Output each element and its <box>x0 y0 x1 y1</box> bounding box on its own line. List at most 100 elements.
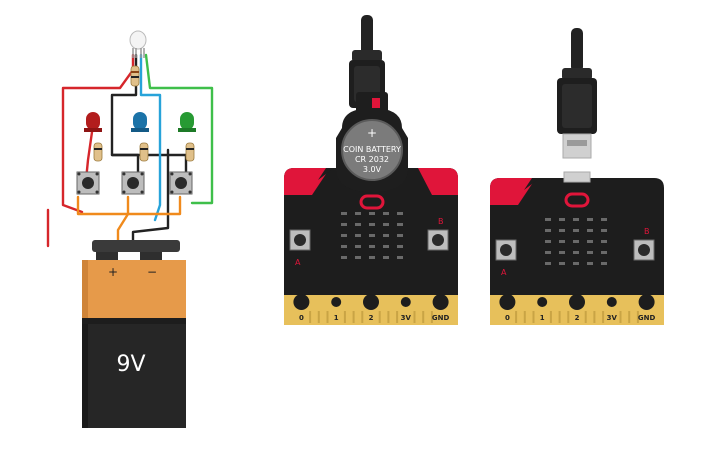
matrix-led <box>545 240 551 243</box>
pin-hole[interactable] <box>293 294 310 310</box>
battery-minus-label: − <box>147 265 157 279</box>
pin-label: 2 <box>575 314 580 322</box>
battery-body-bottom <box>82 318 186 428</box>
matrix-led <box>355 212 361 215</box>
pin-label: 0 <box>299 314 304 322</box>
edge-tooth <box>309 311 312 323</box>
matrix-led <box>573 240 579 243</box>
microbit-1-button-a[interactable] <box>289 229 311 251</box>
matrix-led <box>573 262 579 265</box>
edge-tooth <box>387 311 390 323</box>
microbit-2-mic-icon <box>564 192 590 208</box>
edge-tooth <box>558 311 561 323</box>
battery-terminal-strip <box>92 240 180 252</box>
push-button-2 <box>121 171 145 195</box>
wires <box>46 53 214 248</box>
pin-hole[interactable] <box>363 294 379 310</box>
microbit-1-label-b: B <box>438 217 444 226</box>
led-blue[interactable] <box>131 112 149 132</box>
matrix-led <box>383 234 389 237</box>
pin-hole[interactable] <box>606 297 617 307</box>
edge-tooth <box>422 311 425 323</box>
push-buttons[interactable] <box>76 171 193 195</box>
edge-tooth <box>317 311 320 323</box>
matrix-led <box>601 229 607 232</box>
pin-label: 3V <box>401 314 412 322</box>
matrix-led <box>341 212 347 215</box>
edge-tooth <box>532 311 535 323</box>
wire-blue[interactable] <box>139 53 162 222</box>
matrix-led <box>341 245 347 248</box>
matrix-led <box>559 251 565 254</box>
matrix-led <box>355 234 361 237</box>
pin-label: GND <box>432 314 450 322</box>
edge-tooth <box>584 311 587 323</box>
matrix-led <box>601 240 607 243</box>
coin-battery-line3: 3.0V <box>363 165 382 174</box>
matrix-led <box>341 234 347 237</box>
matrix-led <box>545 251 551 254</box>
matrix-led <box>383 256 389 259</box>
pin-hole[interactable] <box>537 297 548 307</box>
matrix-led <box>559 229 565 232</box>
edge-tooth <box>636 311 639 323</box>
matrix-led <box>369 256 375 259</box>
led-green[interactable] <box>178 112 196 132</box>
matrix-led <box>397 234 403 237</box>
resistors[interactable] <box>93 142 195 162</box>
pin-hole[interactable] <box>638 294 655 310</box>
matrix-led <box>601 251 607 254</box>
edge-tooth <box>602 311 605 323</box>
push-button-1 <box>76 171 100 195</box>
matrix-led <box>369 234 375 237</box>
matrix-led <box>559 218 565 221</box>
edge-tooth <box>413 311 416 323</box>
coin-battery-holder[interactable]: + COIN BATTERY CR 2032 3.0V <box>336 92 408 192</box>
matrix-led <box>355 256 361 259</box>
edge-tooth <box>378 311 381 323</box>
matrix-led <box>601 218 607 221</box>
matrix-led <box>355 223 361 226</box>
matrix-led <box>587 240 593 243</box>
microbit-2-button-b[interactable] <box>633 239 655 261</box>
pin-hole[interactable] <box>432 294 449 310</box>
pin-hole[interactable] <box>331 297 342 307</box>
pin-hole[interactable] <box>499 294 516 310</box>
edge-tooth <box>361 311 364 323</box>
pin-label: 2 <box>369 314 374 322</box>
pin-hole[interactable] <box>400 297 411 307</box>
coin-battery-line2: CR 2032 <box>355 155 389 164</box>
matrix-led <box>573 218 579 221</box>
edge-tooth <box>515 311 518 323</box>
push-button-3 <box>169 171 193 195</box>
edge-tooth <box>628 311 631 323</box>
wire-black-batt[interactable] <box>131 148 170 248</box>
edge-tooth <box>430 311 433 323</box>
microbit-2-label-b: B <box>644 227 650 236</box>
matrix-led <box>397 245 403 248</box>
microbit-1-button-b[interactable] <box>427 229 449 251</box>
pin-label: 0 <box>505 314 510 322</box>
matrix-led <box>573 229 579 232</box>
matrix-led <box>573 251 579 254</box>
matrix-led <box>601 262 607 265</box>
edge-tooth <box>567 311 570 323</box>
edge-tooth <box>619 311 622 323</box>
battery-plus-label: + <box>108 265 118 279</box>
led-red[interactable] <box>84 112 102 132</box>
matrix-led <box>369 212 375 215</box>
battery-9v[interactable]: + − 9V <box>82 240 186 428</box>
microbit-2-button-a[interactable] <box>495 239 517 261</box>
matrix-led <box>397 223 403 226</box>
rgb-led[interactable] <box>129 30 147 87</box>
pin-label: GND <box>638 314 656 322</box>
wire-green[interactable] <box>144 53 214 205</box>
battery-voltage-label: 9V <box>116 352 145 377</box>
pin-hole[interactable] <box>569 294 585 310</box>
edge-tooth <box>343 311 346 323</box>
matrix-led <box>587 218 593 221</box>
